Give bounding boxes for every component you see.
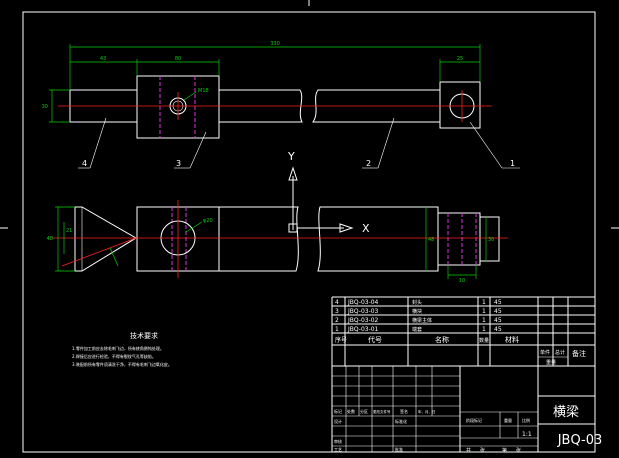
approve-label: 批准 (395, 446, 403, 452)
sheet-label-2: 张 (516, 447, 521, 454)
header-material: 材料 (505, 335, 519, 344)
hole-label: M18 (198, 88, 209, 94)
tech-req-title: 技术要求 (130, 331, 158, 340)
bore-label: φ20 (203, 218, 213, 224)
leader-bore (185, 221, 203, 233)
front-view: 48 21 φ20 48 30 10 (47, 200, 508, 284)
scale-value: 1:1 (522, 431, 532, 438)
cross-block-part-3 (136, 75, 220, 139)
parts-list-rows: 4 JBQ-03-04 封头 1 45 3 JBQ-03-03 横块 1 45 … (335, 299, 586, 366)
wedge-end (74, 206, 137, 272)
tech-req-line-3: 3.装配前所有零件须清洗干净，不得有毛刺飞边氧化皮。 (72, 361, 172, 367)
dim-stub-text: 30 (488, 237, 494, 243)
drawing-number: JBQ-03 (557, 433, 603, 448)
row-code: JBQ-03-03 (347, 308, 379, 315)
callout-3: 3 (176, 159, 181, 168)
row-qty: 1 (482, 317, 486, 324)
row-code: JBQ-03-01 (347, 326, 379, 333)
beam-body-right (312, 89, 441, 123)
row-no: 1 (335, 326, 339, 333)
front-beam-left (219, 206, 299, 272)
process-label: 工艺 (334, 447, 342, 452)
front-sleeve (437, 212, 481, 266)
row-name: 端套 (412, 326, 422, 333)
designer-label: 设计 (334, 418, 342, 424)
leader-hole (183, 91, 197, 101)
top-view: 330 43 80 25 30 M18 4 3 2 1 (42, 41, 520, 169)
reviewer-label: 审核 (334, 438, 342, 444)
tech-req-line-2: 2.焊接后应进行检验，不得有裂纹气孔等缺陷。 (72, 353, 156, 359)
axis-y-label: Y (287, 150, 295, 163)
header-total-weight: 总计 (555, 349, 565, 356)
callout-4: 4 (82, 159, 87, 168)
front-sleeve-stub (479, 216, 500, 262)
header-unit-weight: 单件 (540, 349, 550, 356)
dim-front-height-text: 48 (47, 236, 53, 242)
rev-header-sign: 签名 (400, 408, 408, 414)
row-no: 4 (335, 299, 339, 306)
front-beam-right (317, 206, 439, 272)
row-material: 45 (494, 299, 502, 306)
weight-label: 重量 (504, 417, 512, 423)
dim-right-block-text: 48 (428, 237, 434, 243)
beam-body-left (219, 89, 303, 123)
dim-end-cap-text: 43 (100, 56, 106, 62)
header-qty: 数量 (479, 337, 489, 344)
row-qty: 1 (482, 299, 486, 306)
callout-2: 2 (366, 159, 371, 168)
drawing-frame (22, 11, 596, 453)
dim-sleeve-text: 25 (457, 56, 463, 62)
row-material: 45 (494, 326, 502, 333)
callout-1: 1 (510, 159, 515, 168)
dim-stub-length-text: 10 (459, 278, 465, 284)
row-no: 2 (335, 317, 339, 324)
sheet-label: 张 (480, 447, 485, 454)
title-block (332, 365, 595, 452)
row-code: JBQ-03-02 (347, 317, 379, 324)
dim-total-text: 330 (270, 41, 280, 47)
row-name: 封头 (412, 299, 422, 306)
row-qty: 1 (482, 308, 486, 315)
coordinate-axes: Y X (287, 150, 370, 235)
rev-header-doc: 更改文件号 (373, 409, 391, 414)
dim-wedge-text: 21 (66, 228, 72, 234)
row-qty: 1 (482, 326, 486, 333)
row-material: 45 (494, 308, 502, 315)
sheet-this-label: 第 (502, 447, 507, 454)
row-name: 横梁主体 (412, 317, 432, 324)
header-no: 序号 (335, 336, 347, 344)
row-name: 横块 (412, 308, 422, 315)
dim-end-height-text: 30 (42, 104, 48, 110)
rev-header-zone: 分区 (360, 408, 368, 414)
header-name: 名称 (435, 335, 449, 344)
rev-header-mark: 标记 (334, 408, 342, 414)
title-block-text: 标记 处数 分区 更改文件号 签名 年、月、日 设计 标准化 审核 工艺 批准 … (334, 405, 602, 454)
part-name: 横梁 (553, 405, 579, 420)
row-code: JBQ-03-04 (347, 299, 379, 306)
tech-req-line-1: 1.零件加工前应去除毛刺飞边，所有棱角倒钝处理。 (72, 345, 164, 351)
end-sleeve-part-1 (439, 81, 481, 129)
header-code: 代号 (368, 335, 382, 344)
scale-label: 比例 (522, 417, 530, 423)
axis-x-label: X (362, 222, 370, 235)
stage-mark-label: 阶段标记 (466, 417, 482, 423)
header-weight: 重量 (546, 359, 556, 366)
row-no: 3 (335, 308, 339, 315)
rev-header-date: 年、月、日 (418, 409, 436, 414)
technical-requirements: 技术要求 1.零件加工前应去除毛刺飞边，所有棱角倒钝处理。 2.焊接后应进行检验… (72, 331, 172, 367)
standard-label: 标准化 (395, 418, 407, 424)
header-remark: 备注 (572, 349, 586, 358)
dim-block-text: 80 (175, 56, 181, 62)
rev-header-count: 处数 (347, 408, 355, 414)
sheet-total-label: 共 (466, 447, 471, 454)
row-material: 45 (494, 317, 502, 324)
